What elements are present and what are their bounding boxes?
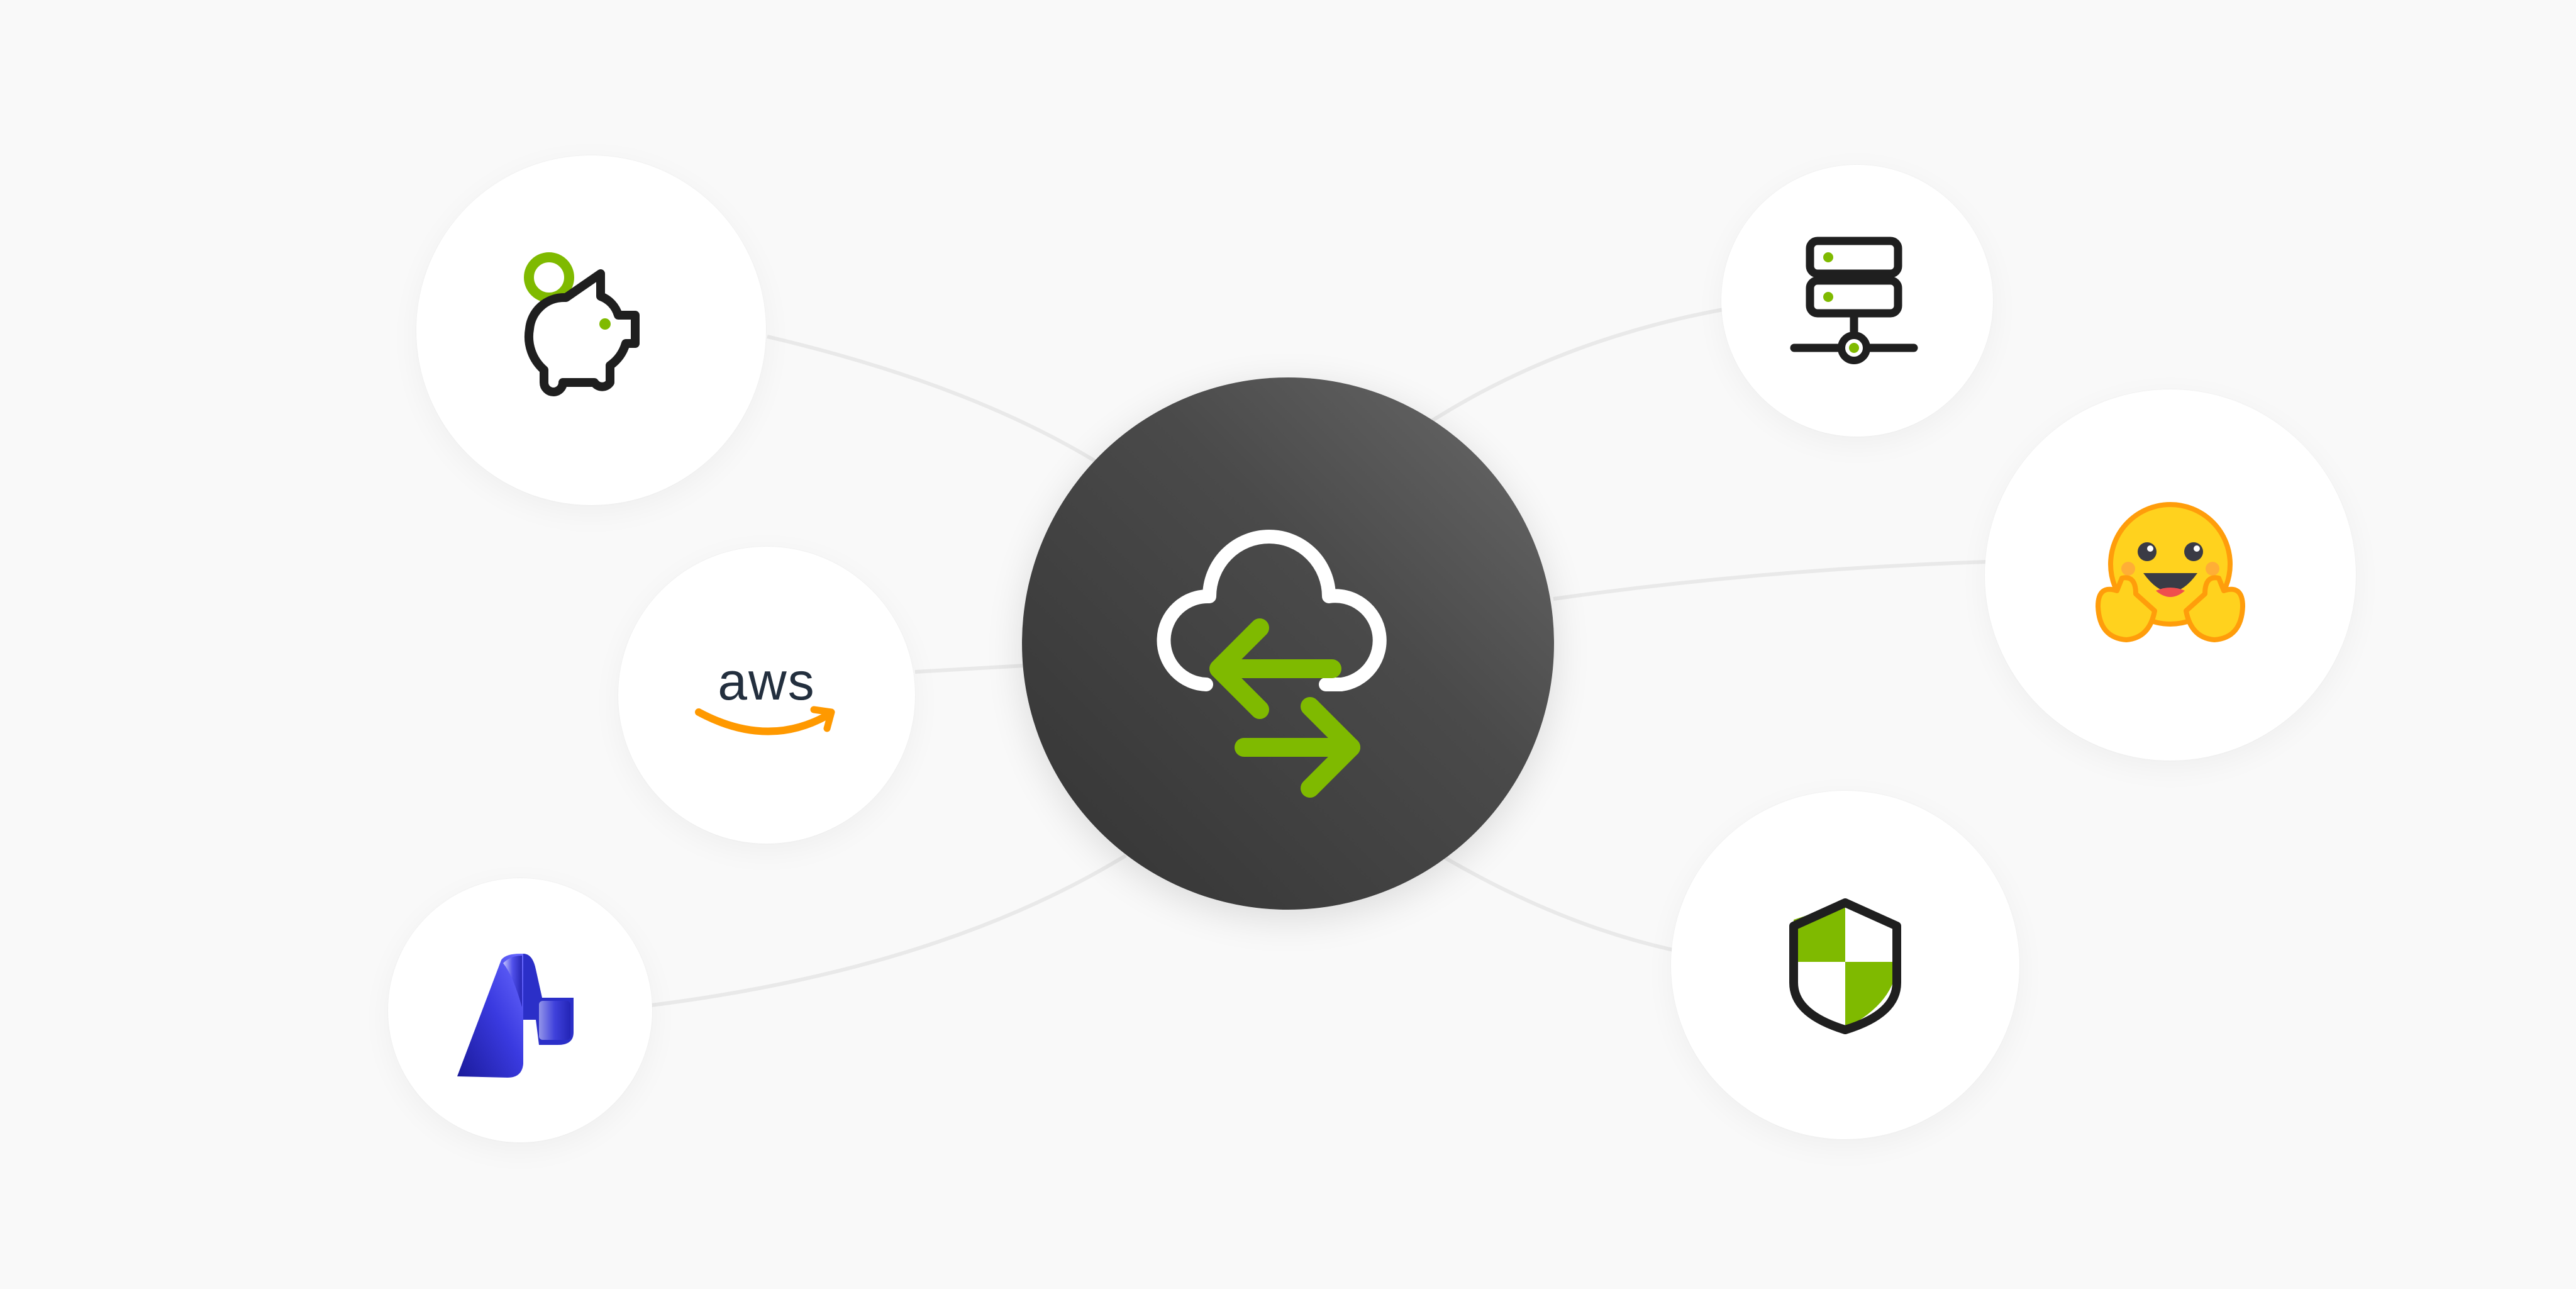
connector-hugging-face [1553,560,1988,601]
server-node [1721,165,1993,437]
piggy-bank-icon [524,252,640,396]
hugging-face-icon [2096,502,2245,642]
aws-node: aws [618,547,915,844]
connector-server [1430,308,1724,423]
azure-node [388,878,652,1142]
shield-node [1671,791,2019,1139]
connector-aws [914,664,1026,674]
hugging-face-node [1985,389,2356,761]
aws-wordmark: aws [718,652,815,711]
connector-azure [650,854,1127,1007]
server-rack-icon [1790,237,1918,364]
security-shield-icon [1789,898,1901,1034]
azure-logo-icon [457,954,574,1078]
cloud-sync-icon [1157,530,1387,798]
connector-piggy-bank [767,335,1099,464]
connector-shield [1442,855,1674,952]
hub-node [1022,377,1554,910]
aws-logo-icon: aws [695,652,835,735]
piggy-bank-node [416,155,766,505]
